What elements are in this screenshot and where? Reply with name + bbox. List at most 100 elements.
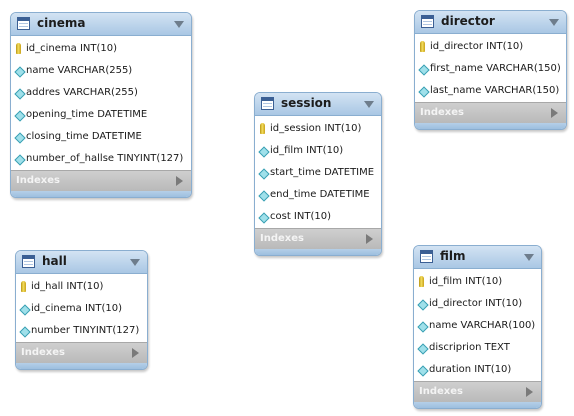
table-film[interactable]: film id_film INT(10) id_director INT(10)…	[413, 245, 542, 409]
column-row[interactable]: name VARCHAR(255)	[11, 60, 191, 82]
chevron-down-icon[interactable]	[549, 19, 559, 26]
chevron-right-icon[interactable]	[551, 108, 558, 118]
table-footer	[415, 123, 566, 129]
table-header[interactable]: hall	[16, 251, 147, 274]
table-icon	[420, 250, 433, 263]
column-diamond-icon	[417, 365, 429, 377]
column-row[interactable]: end_time DATETIME	[255, 184, 381, 206]
column-diamond-icon	[258, 146, 270, 158]
column-row[interactable]: last_name VARCHAR(150)	[415, 80, 566, 102]
indexes-section[interactable]: Indexes	[255, 228, 381, 249]
table-cinema[interactable]: cinema id_cinema INT(10) name VARCHAR(25…	[10, 12, 192, 198]
chevron-right-icon[interactable]	[176, 176, 183, 186]
column-row[interactable]: id_hall INT(10)	[16, 276, 147, 298]
column-diamond-icon	[14, 66, 26, 78]
column-row[interactable]: opening_time DATETIME	[11, 104, 191, 126]
column-label: duration INT(10)	[429, 364, 512, 375]
column-label: addres VARCHAR(255)	[26, 87, 138, 98]
column-label: last_name VARCHAR(150)	[430, 85, 560, 96]
column-label: opening_time DATETIME	[26, 109, 148, 120]
column-label: id_director INT(10)	[429, 298, 523, 309]
table-session[interactable]: session id_session INT(10) id_film INT(1…	[254, 92, 382, 256]
table-icon	[22, 255, 35, 268]
table-icon	[17, 17, 30, 30]
column-label: number_of_hallse TINYINT(127)	[26, 153, 184, 164]
column-row[interactable]: addres VARCHAR(255)	[11, 82, 191, 104]
column-label: end_time DATETIME	[270, 189, 370, 200]
column-label: id_film INT(10)	[429, 276, 503, 287]
indexes-label: Indexes	[260, 233, 304, 244]
indexes-section[interactable]: Indexes	[11, 170, 191, 191]
column-label: name VARCHAR(100)	[429, 320, 536, 331]
indexes-label: Indexes	[419, 386, 463, 397]
column-row[interactable]: start_time DATETIME	[255, 162, 381, 184]
table-title: session	[281, 96, 332, 110]
chevron-right-icon[interactable]	[366, 234, 373, 244]
column-diamond-icon	[19, 304, 31, 316]
column-row[interactable]: first_name VARCHAR(150)	[415, 58, 566, 80]
table-header[interactable]: film	[414, 246, 541, 269]
column-diamond-icon	[258, 212, 270, 224]
column-row[interactable]: number TINYINT(127)	[16, 320, 147, 342]
column-row[interactable]: cost INT(10)	[255, 206, 381, 228]
indexes-label: Indexes	[420, 107, 464, 118]
column-diamond-icon	[418, 86, 430, 98]
chevron-right-icon[interactable]	[132, 348, 139, 358]
column-label: id_hall INT(10)	[31, 281, 104, 292]
column-label: id_director INT(10)	[430, 41, 524, 52]
indexes-section[interactable]: Indexes	[415, 102, 566, 123]
primary-key-icon	[419, 276, 424, 287]
column-diamond-icon	[19, 326, 31, 338]
table-title: film	[440, 249, 466, 263]
chevron-down-icon[interactable]	[130, 259, 140, 266]
chevron-down-icon[interactable]	[524, 254, 534, 261]
table-title: hall	[42, 254, 67, 268]
column-row[interactable]: duration INT(10)	[414, 359, 541, 381]
table-header[interactable]: cinema	[11, 13, 191, 36]
indexes-section[interactable]: Indexes	[414, 381, 541, 402]
column-row[interactable]: discriprion TEXT	[414, 337, 541, 359]
column-row[interactable]: id_director INT(10)	[414, 293, 541, 315]
table-hall[interactable]: hall id_hall INT(10) id_cinema INT(10) n…	[15, 250, 148, 370]
column-row[interactable]: id_director INT(10)	[415, 36, 566, 58]
column-row[interactable]: id_film INT(10)	[255, 140, 381, 162]
column-label: id_cinema INT(10)	[31, 303, 123, 314]
table-footer	[255, 249, 381, 255]
table-footer	[16, 363, 147, 369]
table-director[interactable]: director id_director INT(10) first_name …	[414, 10, 567, 130]
column-label: id_film INT(10)	[270, 145, 344, 156]
column-row[interactable]: closing_time DATETIME	[11, 126, 191, 148]
column-label: start_time DATETIME	[270, 167, 375, 178]
column-label: name VARCHAR(255)	[26, 65, 133, 76]
indexes-section[interactable]: Indexes	[16, 342, 147, 363]
column-row[interactable]: id_cinema INT(10)	[16, 298, 147, 320]
chevron-right-icon[interactable]	[526, 387, 533, 397]
primary-key-icon	[260, 123, 265, 134]
column-label: first_name VARCHAR(150)	[430, 63, 561, 74]
primary-key-icon	[16, 43, 21, 54]
table-title: cinema	[37, 16, 86, 30]
table-footer	[11, 191, 191, 197]
column-diamond-icon	[14, 154, 26, 166]
column-label: id_cinema INT(10)	[26, 43, 118, 54]
column-diamond-icon	[258, 190, 270, 202]
column-row[interactable]: id_cinema INT(10)	[11, 38, 191, 60]
chevron-down-icon[interactable]	[364, 101, 374, 108]
column-diamond-icon	[418, 64, 430, 76]
column-row[interactable]: id_film INT(10)	[414, 271, 541, 293]
table-header[interactable]: session	[255, 93, 381, 116]
primary-key-icon	[21, 281, 26, 292]
column-row[interactable]: name VARCHAR(100)	[414, 315, 541, 337]
table-icon	[261, 97, 274, 110]
table-header[interactable]: director	[415, 11, 566, 34]
column-row[interactable]: number_of_hallse TINYINT(127)	[11, 148, 191, 170]
chevron-down-icon[interactable]	[174, 21, 184, 28]
table-icon	[421, 15, 434, 28]
column-label: closing_time DATETIME	[26, 131, 142, 142]
column-diamond-icon	[417, 343, 429, 355]
table-footer	[414, 402, 541, 408]
indexes-label: Indexes	[16, 175, 60, 186]
column-diamond-icon	[14, 88, 26, 100]
indexes-label: Indexes	[21, 347, 65, 358]
column-row[interactable]: id_session INT(10)	[255, 118, 381, 140]
